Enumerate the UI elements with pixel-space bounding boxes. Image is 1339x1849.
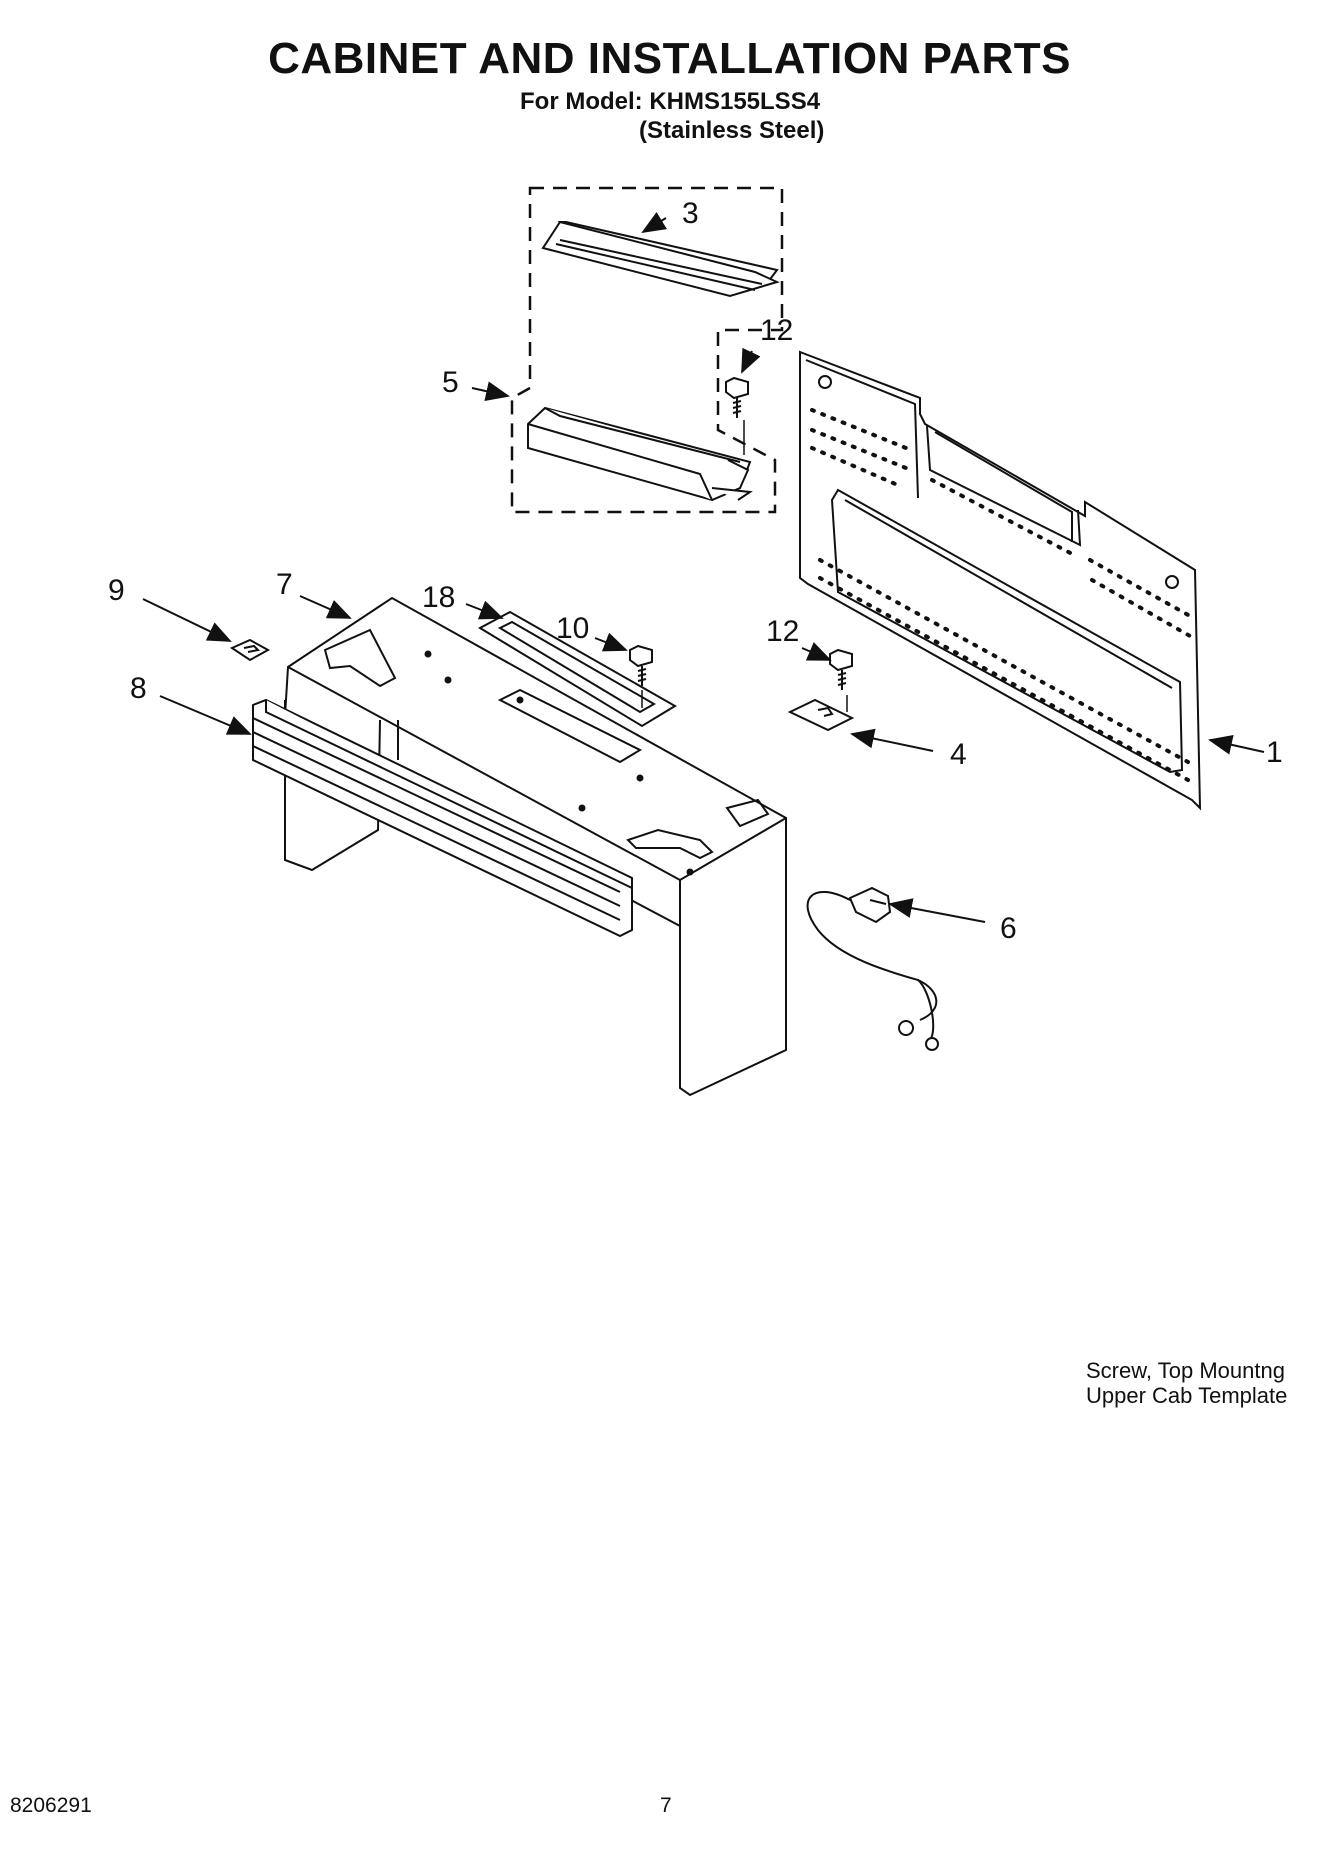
- part-1-mounting-plate: [799, 350, 1202, 811]
- callout-3: 3: [682, 197, 699, 230]
- part-12-screw-mid: [829, 648, 853, 712]
- kit-group-outline: [510, 186, 784, 514]
- finish-line: (Stainless Steel): [639, 117, 825, 144]
- callout-6: 6: [1000, 912, 1017, 945]
- callout-4: 4: [950, 738, 967, 771]
- callout-10: 10: [556, 612, 589, 645]
- callout-9: 9: [108, 574, 125, 607]
- note-screw: Screw, Top Mountng: [1086, 1358, 1285, 1383]
- page-number: 7: [660, 1794, 672, 1817]
- model-line: For Model: KHMS155LSS4: [520, 88, 821, 115]
- callout-1: 1: [1266, 736, 1283, 769]
- part-8-grille: [252, 698, 633, 938]
- part-3-rail: [541, 220, 780, 298]
- part-9-clip: [229, 638, 271, 662]
- part-6-thermal-switch: [806, 886, 939, 1051]
- callout-leaders: [142, 212, 1265, 923]
- doc-number: 8206291: [10, 1794, 92, 1817]
- callout-7: 7: [276, 568, 293, 601]
- part-12-screw-top: [725, 376, 749, 455]
- note-template: Upper Cab Template: [1086, 1383, 1288, 1408]
- part-5-bracket: [527, 406, 753, 502]
- part-10-screw: [629, 644, 653, 708]
- callout-8: 8: [130, 672, 147, 705]
- callout-18: 18: [422, 581, 455, 614]
- page-title: CABINET AND INSTALLATION PARTS: [268, 34, 1071, 83]
- callout-12-mid: 12: [766, 615, 799, 648]
- part-4-bracket: [787, 698, 855, 732]
- callout-12-top: 12: [760, 314, 793, 347]
- callout-5: 5: [442, 366, 459, 399]
